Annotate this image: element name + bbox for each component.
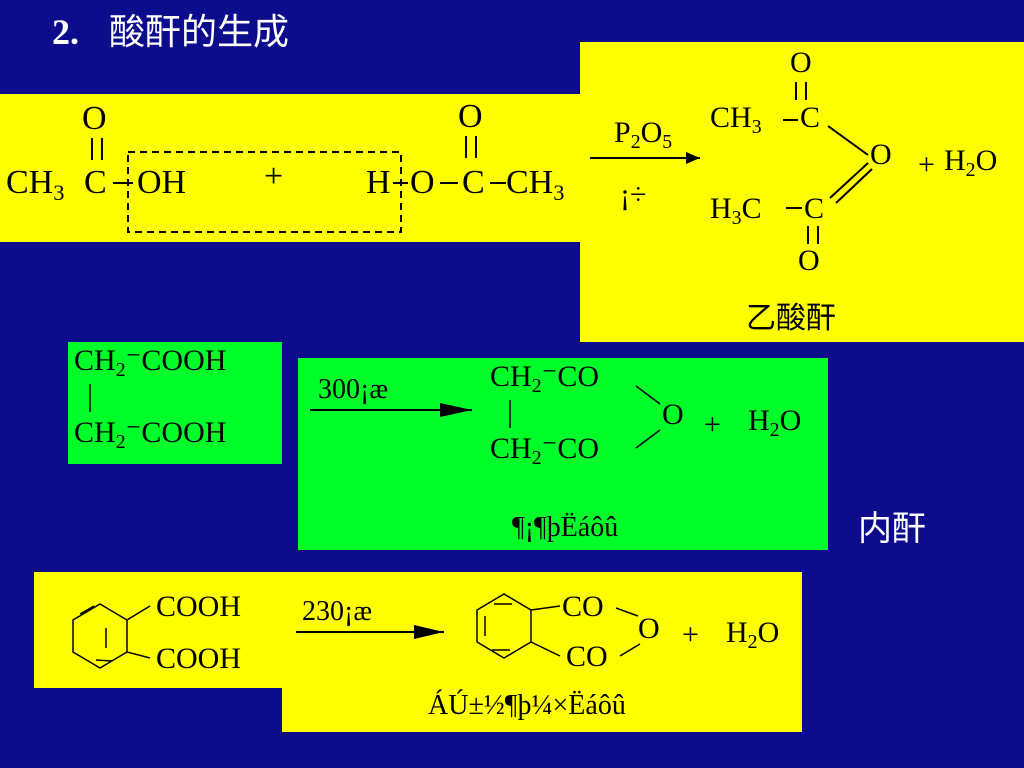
carbonyl-carbon: C — [800, 101, 821, 134]
reaction3-product-panel — [282, 572, 802, 732]
slide-title: 2. 酸酐的生成 — [52, 14, 289, 51]
carbonyl-carbon: C — [804, 192, 825, 225]
ch2-co-top: CH2⁻CO — [490, 360, 600, 398]
reaction-condition: ¡÷ — [620, 178, 647, 211]
section-number: 2. — [52, 12, 79, 52]
elimination-dashed-box — [127, 151, 402, 233]
reaction-arrowhead — [686, 152, 700, 164]
single-bond-line — [835, 168, 873, 204]
aromatic-bond-line — [95, 659, 113, 662]
carboxyl-bottom: COOH — [156, 642, 242, 675]
methyl-group: CH3 — [506, 164, 565, 206]
product-name: 乙酸酐 — [746, 301, 836, 336]
ring-oxygen: O — [638, 612, 660, 645]
single-bond-line — [126, 605, 151, 621]
plus-sign: + — [264, 158, 284, 195]
ch2-co-bottom: CH2⁻CO — [490, 432, 600, 470]
plus-sign: + — [918, 148, 935, 181]
single-bond-line — [635, 429, 661, 449]
reaction2-product-panel — [298, 358, 828, 550]
reaction-condition: 300¡æ — [318, 374, 388, 405]
ester-oxygen: O — [410, 164, 435, 201]
reagent-p2o5: P2O5 — [614, 116, 673, 154]
hydroxyl-group: OH — [137, 164, 187, 201]
single-bond-line — [530, 605, 561, 611]
single-bond-line — [530, 641, 561, 657]
carboxyl-top: COOH — [156, 590, 242, 623]
side-label: 内酐 — [858, 509, 926, 549]
reaction1-reactants-panel — [0, 94, 590, 242]
carbonyl-oxygen: O — [82, 100, 107, 137]
water-molecule: H2O — [748, 404, 802, 442]
single-bond-line — [126, 651, 151, 659]
ch2-cooh-top: CH2⁻COOH — [74, 344, 227, 382]
single-bond-line — [619, 643, 641, 657]
carbonyl-top: CO — [562, 590, 604, 623]
methyl-group: CH3 — [6, 164, 65, 206]
single-bond-line — [827, 125, 869, 156]
methyl-group: H3C — [710, 192, 762, 230]
carbonyl-oxygen: O — [790, 46, 812, 79]
reaction-condition: 230¡æ — [302, 596, 372, 627]
carbonyl-bottom: CO — [566, 640, 608, 673]
reaction1-product-panel — [580, 42, 1024, 342]
ring-oxygen: O — [662, 398, 684, 431]
reaction2-reactant-panel — [68, 342, 282, 464]
plus-sign: + — [704, 408, 721, 441]
water-molecule: H2O — [944, 144, 998, 182]
reaction-arrowhead — [414, 625, 444, 639]
carbonyl-carbon: C — [84, 164, 107, 201]
single-bond-line — [635, 385, 661, 405]
carbonyl-oxygen: O — [798, 244, 820, 277]
single-bond-line — [829, 162, 869, 199]
methyl-group: CH3 — [710, 101, 762, 139]
product-name: ÁÚ±½¶þ¼×Ëáôû — [428, 690, 626, 721]
plus-sign: + — [682, 618, 699, 651]
single-bond-line — [615, 607, 639, 617]
carbonyl-oxygen: O — [458, 98, 483, 135]
hydrogen-atom: H — [366, 164, 391, 201]
water-molecule: H2O — [726, 616, 780, 654]
bridge-oxygen: O — [870, 138, 892, 171]
reaction3-reactant-panel — [34, 572, 286, 688]
reaction-arrowhead — [440, 403, 472, 417]
aromatic-bond-line — [79, 605, 95, 615]
title-text: 酸酐的生成 — [109, 12, 290, 53]
ch2-cooh-bottom: CH2⁻COOH — [74, 416, 227, 454]
product-name: ¶¡¶þËáôû — [512, 512, 619, 543]
carbonyl-carbon: C — [462, 164, 485, 201]
